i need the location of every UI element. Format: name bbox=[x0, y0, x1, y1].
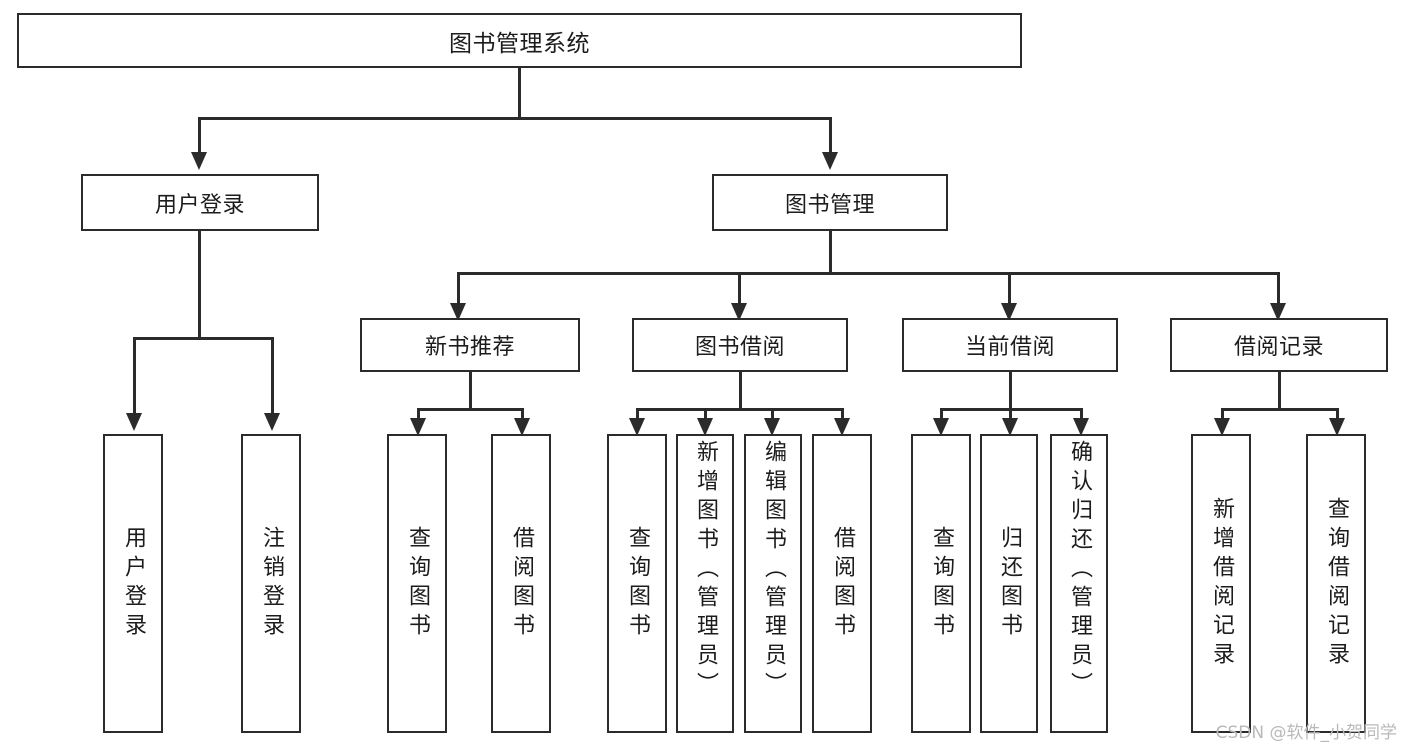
connector-book-borrow-bus bbox=[636, 408, 844, 411]
node-root-book-management-system[interactable]: 图书管理系统 bbox=[17, 13, 1022, 68]
node-borrow-record[interactable]: 借阅记录 bbox=[1170, 318, 1388, 372]
node-label: 归还图书 bbox=[997, 525, 1022, 642]
node-label: 当前借阅 bbox=[964, 335, 1055, 360]
arrowhead-new-book-to-leaf-1 bbox=[514, 418, 530, 436]
connector-bm-to-new-book bbox=[457, 272, 460, 306]
arrowhead-br-to-leaf-0 bbox=[1214, 418, 1230, 436]
arrowhead-bm-to-new-book bbox=[450, 303, 466, 321]
leaf-logout[interactable]: 注销登录 bbox=[241, 434, 301, 733]
node-label: 用户登录 bbox=[154, 192, 245, 218]
connector-cb-to-leaf-1 bbox=[1009, 408, 1012, 422]
leaf-borrow-book[interactable]: 借阅图书 bbox=[812, 434, 872, 733]
connector-book-management-stem bbox=[829, 231, 832, 272]
node-label: 查询图书 bbox=[625, 525, 650, 642]
connector-root-to-user-login bbox=[198, 117, 201, 155]
csdn-watermark: CSDN @软件_小贺同学 bbox=[1215, 723, 1397, 743]
connector-bm-to-borrow-record bbox=[1277, 272, 1280, 306]
connector-cb-to-leaf-2 bbox=[1080, 408, 1083, 422]
arrowhead-user-login-to-leaf-0 bbox=[126, 413, 142, 431]
node-label: 查询借阅记录 bbox=[1324, 496, 1349, 671]
leaf-edit-book-admin[interactable]: 编辑图书（管理员） bbox=[744, 434, 802, 733]
leaf-query-book-borrow[interactable]: 查询图书 bbox=[607, 434, 667, 733]
arrowhead-bb-to-leaf-1 bbox=[697, 418, 713, 436]
connector-borrow-record-bus bbox=[1221, 408, 1338, 411]
connector-root-stem bbox=[518, 68, 521, 117]
arrowhead-bm-to-book-borrow bbox=[731, 303, 747, 321]
connector-bm-to-current-borrow bbox=[1008, 272, 1011, 306]
connector-user-login-to-leaf-1 bbox=[271, 337, 274, 415]
leaf-query-book-current[interactable]: 查询图书 bbox=[911, 434, 971, 733]
connector-br-to-leaf-1 bbox=[1336, 408, 1339, 422]
connector-bb-to-leaf-0 bbox=[636, 408, 639, 422]
node-label: 确认归还（管理员） bbox=[1067, 440, 1092, 701]
connector-bb-to-leaf-2 bbox=[771, 408, 774, 422]
node-label: 新书推荐 bbox=[424, 335, 515, 360]
connector-bm-to-book-borrow bbox=[738, 272, 741, 306]
arrowhead-bb-to-leaf-2 bbox=[764, 418, 780, 436]
arrowhead-new-book-to-leaf-0 bbox=[410, 418, 426, 436]
node-new-book-recommend[interactable]: 新书推荐 bbox=[360, 318, 580, 372]
arrowhead-br-to-leaf-1 bbox=[1329, 418, 1345, 436]
connector-root-to-book-management bbox=[829, 117, 832, 155]
connector-bb-to-leaf-1 bbox=[704, 408, 707, 422]
node-book-management[interactable]: 图书管理 bbox=[712, 174, 948, 231]
leaf-query-borrow-record[interactable]: 查询借阅记录 bbox=[1306, 434, 1366, 733]
connector-root-bus bbox=[198, 117, 831, 120]
connector-cb-to-leaf-0 bbox=[940, 408, 943, 422]
node-label: 注销登录 bbox=[259, 525, 284, 642]
arrowhead-bm-to-borrow-record bbox=[1270, 303, 1286, 321]
connector-book-management-bus bbox=[457, 272, 1280, 275]
leaf-user-login[interactable]: 用户登录 bbox=[103, 434, 163, 733]
connector-br-to-leaf-0 bbox=[1221, 408, 1224, 422]
arrowhead-root-to-book-management bbox=[822, 152, 838, 170]
node-label: 图书借阅 bbox=[694, 335, 785, 360]
connector-new-book-to-leaf-1 bbox=[521, 408, 524, 422]
arrowhead-root-to-user-login bbox=[191, 152, 207, 170]
node-label: 新增图书（管理员） bbox=[693, 440, 718, 701]
leaf-add-book-admin[interactable]: 新增图书（管理员） bbox=[676, 434, 734, 733]
node-label: 借阅记录 bbox=[1233, 335, 1324, 360]
arrowhead-bb-to-leaf-0 bbox=[629, 418, 645, 436]
connector-new-book-to-leaf-0 bbox=[417, 408, 420, 422]
connector-book-borrow-stem bbox=[739, 372, 742, 408]
connector-user-login-stem bbox=[198, 231, 201, 337]
arrowhead-bb-to-leaf-3 bbox=[834, 418, 850, 436]
node-label: 新增借阅记录 bbox=[1209, 496, 1234, 671]
node-current-borrow[interactable]: 当前借阅 bbox=[902, 318, 1118, 372]
connector-borrow-record-stem bbox=[1278, 372, 1281, 408]
arrowhead-cb-to-leaf-2 bbox=[1073, 418, 1089, 436]
node-label: 图书管理 bbox=[784, 192, 875, 218]
node-label: 用户登录 bbox=[121, 525, 146, 642]
leaf-query-book-recommend[interactable]: 查询图书 bbox=[387, 434, 447, 733]
connector-bb-to-leaf-3 bbox=[841, 408, 844, 422]
node-label: 借阅图书 bbox=[509, 525, 534, 642]
node-book-borrow[interactable]: 图书借阅 bbox=[632, 318, 848, 372]
leaf-return-book[interactable]: 归还图书 bbox=[980, 434, 1038, 733]
arrowhead-user-login-to-leaf-1 bbox=[264, 413, 280, 431]
connector-new-book-bus bbox=[417, 408, 523, 411]
node-label: 借阅图书 bbox=[830, 525, 855, 642]
leaf-borrow-book-recommend[interactable]: 借阅图书 bbox=[491, 434, 551, 733]
node-label: 查询图书 bbox=[929, 525, 954, 642]
node-label: 查询图书 bbox=[405, 525, 430, 642]
connector-user-login-bus bbox=[133, 337, 273, 340]
leaf-confirm-return-admin[interactable]: 确认归还（管理员） bbox=[1050, 434, 1108, 733]
node-label: 图书管理系统 bbox=[449, 30, 590, 57]
leaf-add-borrow-record[interactable]: 新增借阅记录 bbox=[1191, 434, 1251, 733]
connector-new-book-stem bbox=[469, 372, 472, 408]
connector-current-borrow-stem bbox=[1009, 372, 1012, 408]
connector-user-login-to-leaf-0 bbox=[133, 337, 136, 415]
arrowhead-cb-to-leaf-1 bbox=[1002, 418, 1018, 436]
node-user-login[interactable]: 用户登录 bbox=[81, 174, 319, 231]
arrowhead-cb-to-leaf-0 bbox=[933, 418, 949, 436]
arrowhead-bm-to-current-borrow bbox=[1001, 303, 1017, 321]
node-label: 编辑图书（管理员） bbox=[761, 440, 786, 701]
